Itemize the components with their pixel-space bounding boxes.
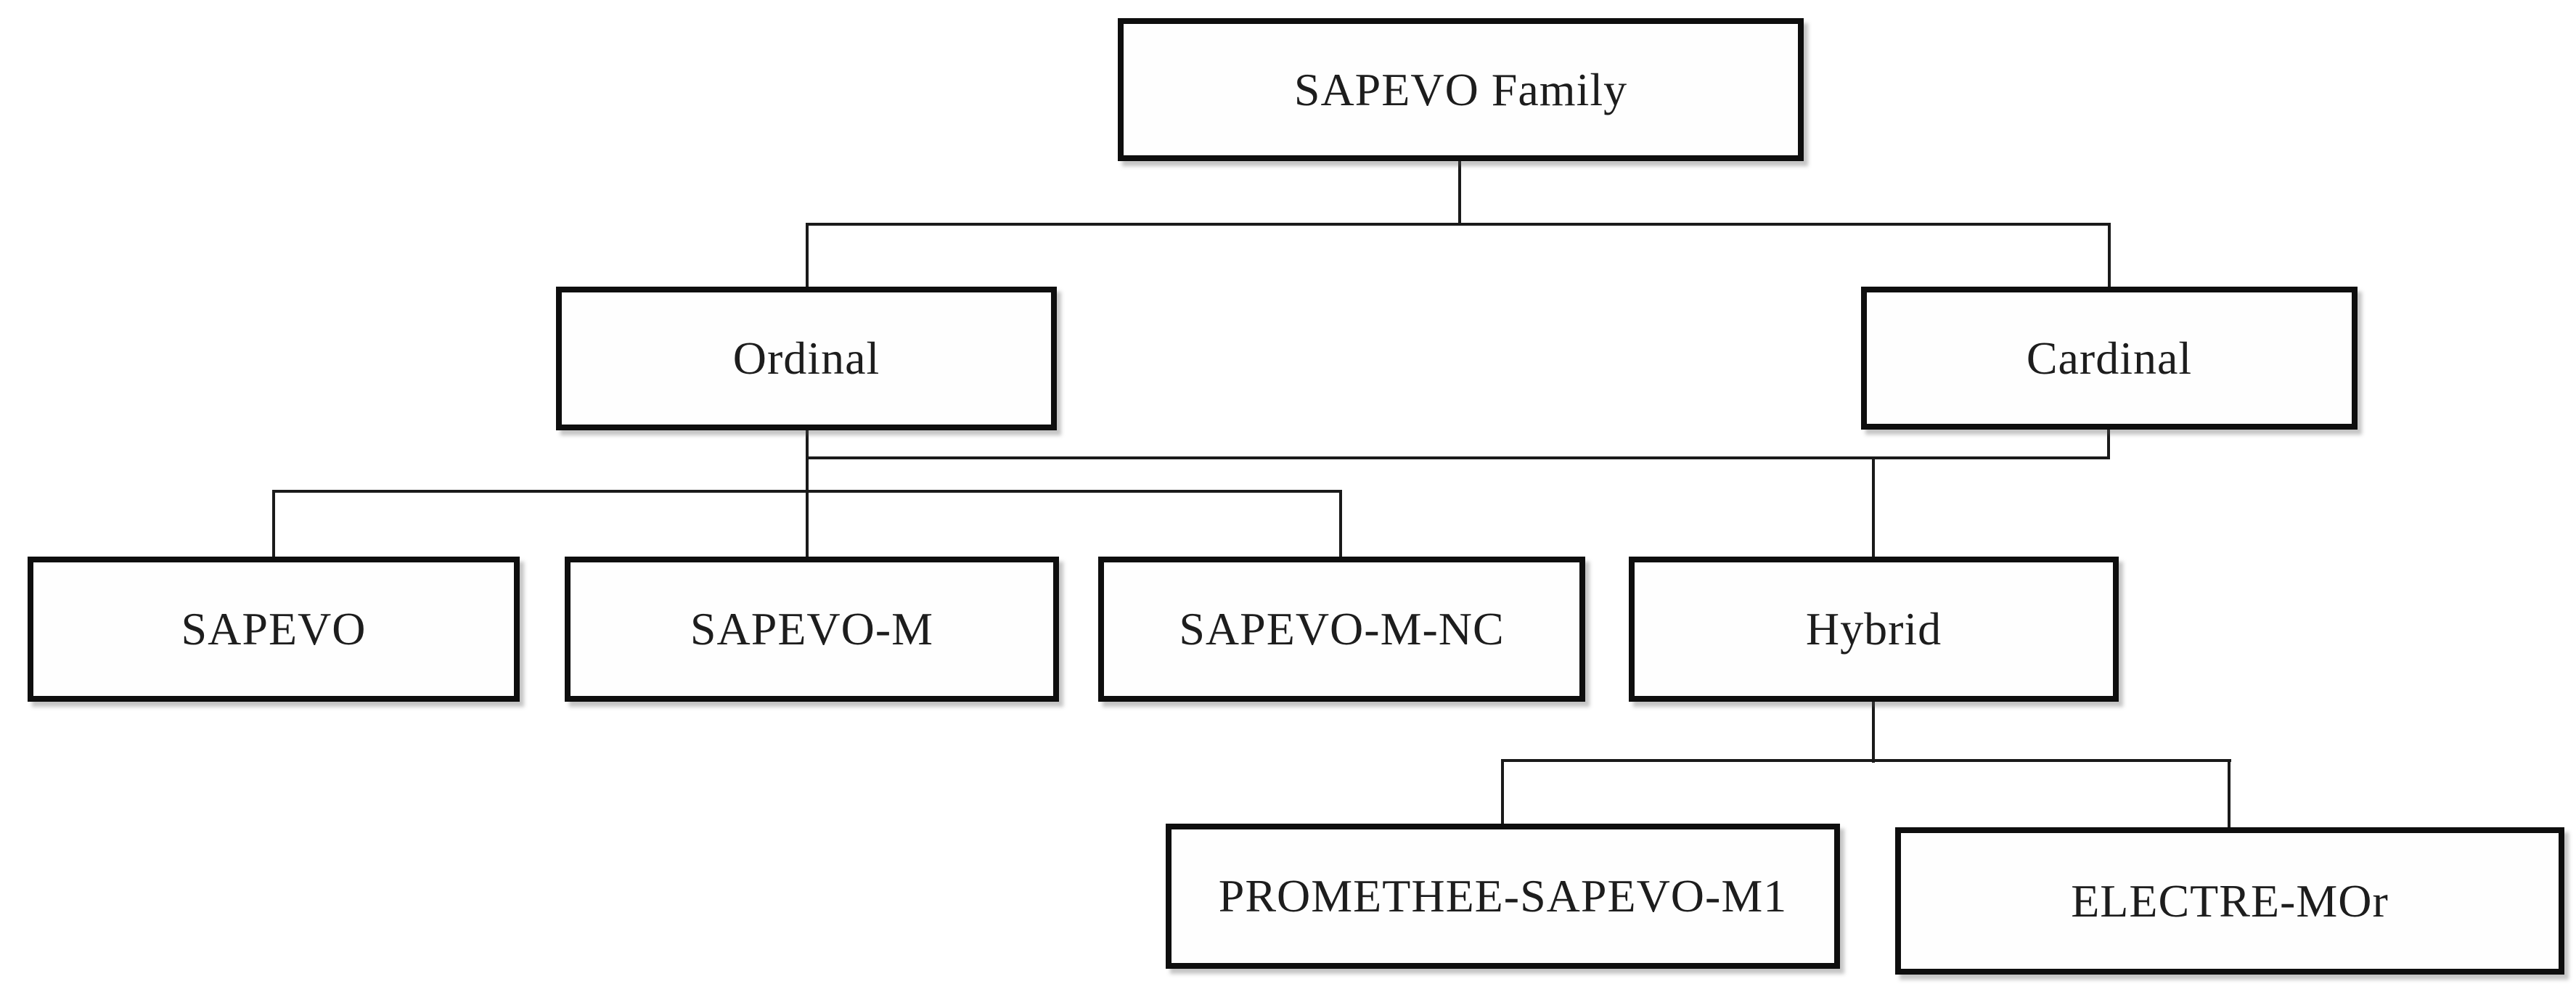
node-electre-mor: ELECTRE-MOr bbox=[1895, 827, 2564, 975]
connector-hybrid-children-rake bbox=[1501, 759, 2231, 762]
connector-sapevo-m-nc-up bbox=[1339, 490, 1342, 557]
node-promethee-sapevo-m1-label: PROMETHEE-SAPEVO-M1 bbox=[1218, 870, 1788, 922]
node-hybrid-label: Hybrid bbox=[1805, 603, 1942, 655]
connector-ordinal-up bbox=[806, 223, 809, 287]
node-sapevo-family: SAPEVO Family bbox=[1118, 18, 1804, 161]
connector-cardinal-up bbox=[2108, 223, 2111, 287]
node-hybrid: Hybrid bbox=[1629, 557, 2119, 702]
connector-promethee-up bbox=[1501, 759, 1504, 824]
connector-level1-rake bbox=[806, 223, 2111, 226]
node-promethee-sapevo-m1: PROMETHEE-SAPEVO-M1 bbox=[1166, 824, 1840, 969]
node-electre-mor-label: ELECTRE-MOr bbox=[2071, 874, 2389, 927]
connector-root-down bbox=[1458, 161, 1461, 226]
connector-ordinal-cardinal-rail bbox=[807, 456, 2109, 459]
connector-hybrid-up bbox=[1872, 456, 1875, 557]
node-sapevo: SAPEVO bbox=[28, 557, 520, 702]
node-sapevo-m-nc-label: SAPEVO-M-NC bbox=[1179, 603, 1505, 655]
node-sapevo-label: SAPEVO bbox=[181, 603, 367, 655]
node-sapevo-m: SAPEVO-M bbox=[565, 557, 1059, 702]
connector-ordinal-children-rake bbox=[272, 490, 1342, 493]
node-sapevo-m-label: SAPEVO-M bbox=[690, 603, 934, 655]
connector-hybrid-down bbox=[1872, 702, 1875, 763]
node-cardinal: Cardinal bbox=[1861, 287, 2358, 430]
node-ordinal-label: Ordinal bbox=[732, 332, 880, 384]
connector-cardinal-down bbox=[2107, 430, 2110, 459]
connector-ordinal-down bbox=[806, 430, 809, 557]
connector-electre-up bbox=[2228, 759, 2231, 827]
node-ordinal: Ordinal bbox=[556, 287, 1057, 430]
connector-sapevo-up bbox=[272, 490, 275, 557]
node-sapevo-family-label: SAPEVO Family bbox=[1293, 63, 1628, 115]
node-cardinal-label: Cardinal bbox=[2026, 332, 2193, 384]
node-sapevo-m-nc: SAPEVO-M-NC bbox=[1098, 557, 1585, 702]
